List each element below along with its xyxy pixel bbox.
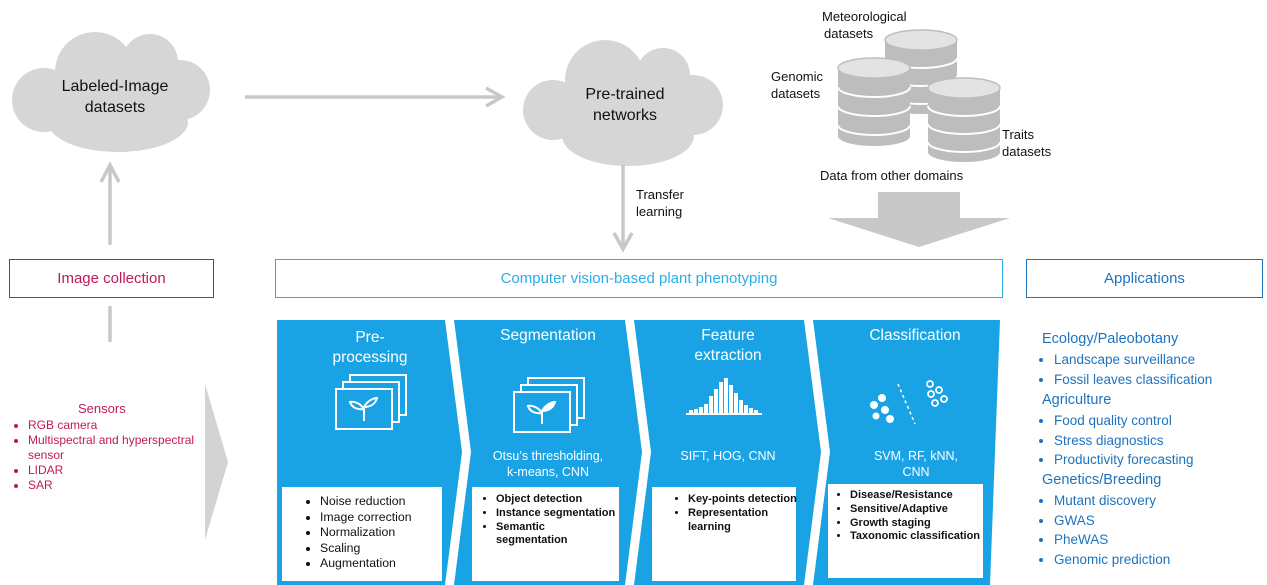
stage-list-segmentation: Object detection Instance segmentation S… (478, 493, 616, 548)
stage-list-feature: Key-points detection Representation lear… (670, 493, 798, 534)
stage-list-box-segmentation (472, 487, 619, 581)
stage-list-classification: Disease/Resistance Sensitive/Adaptive Gr… (832, 489, 1005, 544)
cloud-label-pretrained: Pre-trained networks (585, 86, 665, 124)
list-item: Noise reduction (320, 494, 460, 510)
image-stack-icon (335, 374, 407, 430)
cluster-icon (870, 380, 948, 425)
list-item: Stress diagnostics (1054, 431, 1267, 451)
app-category-genetics: Genetics/Breeding (1042, 472, 1162, 488)
labeled-image-cloud (12, 32, 210, 152)
image-collection-box: Image collection (9, 259, 214, 298)
list-item: LIDAR (28, 463, 228, 478)
list-item: Augmentation (320, 556, 460, 572)
list-item: Growth staging (850, 517, 1005, 531)
list-item: Taxonomic classification (850, 530, 1005, 544)
histogram-icon (686, 378, 762, 415)
sensors-title: Sensors (78, 401, 126, 416)
list-item: Mutant discovery (1054, 491, 1267, 511)
list-item: PheWAS (1054, 530, 1267, 550)
database-genomic (837, 57, 911, 146)
stage-title-preprocessing: Pre- processing (332, 329, 408, 366)
genomic-label: Genomic datasets (771, 69, 824, 101)
arrow-up-collection (99, 161, 121, 245)
stage-methods-classification: SVM, RF, kNN, CNN (873, 449, 959, 479)
app-category-agriculture: Agriculture (1042, 392, 1112, 408)
transfer-label: Transfer learning (636, 187, 684, 219)
list-item: Fossil leaves classification (1054, 370, 1267, 390)
list-item: Scaling (320, 541, 460, 557)
list-item: Productivity forecasting (1054, 450, 1267, 470)
list-item: Semantic segmentation (496, 521, 616, 549)
cv-phenotyping-box: Computer vision-based plant phenotyping (275, 259, 1003, 298)
meteorological-label: Meteorological datasets (822, 9, 907, 41)
stage-list-box-preprocessing (282, 487, 442, 581)
applications-box: Applications (1026, 259, 1263, 298)
arrow-clouds (245, 86, 506, 108)
list-item: SAR (28, 478, 228, 493)
pretrained-cloud (523, 40, 723, 166)
cloud-label-labeled: Labeled-Image datasets (61, 78, 169, 116)
app-list-ecology: Landscape surveillance Fossil leaves cla… (1032, 350, 1267, 389)
list-item: Genomic prediction (1054, 550, 1267, 570)
stage-methods-segmentation: Otsu’s thresholding, k-means, CNN (492, 449, 604, 479)
list-item: Food quality control (1054, 411, 1267, 431)
stage-list-box-feature (652, 487, 796, 581)
app-list-genetics: Mutant discovery GWAS PheWAS Genomic pre… (1032, 491, 1267, 569)
stage-list-box-classification (828, 484, 983, 578)
stage-title-classification: Classification (869, 327, 961, 344)
list-item: Sensitive/Adaptive (850, 503, 1005, 517)
block-arrow-sensors (205, 384, 228, 540)
list-item: Landscape surveillance (1054, 350, 1267, 370)
app-list-agriculture: Food quality control Stress diagnostics … (1032, 411, 1267, 470)
sensors-list: RGB camera Multispectral and hyperspectr… (14, 418, 228, 493)
stage-methods-feature: SIFT, HOG, CNN (680, 449, 776, 463)
stage-list-preprocessing: Noise reduction Image correction Normali… (302, 494, 460, 572)
app-category-ecology: Ecology/Paleobotany (1042, 331, 1179, 347)
stage-title-segmentation: Segmentation (500, 327, 596, 344)
list-item: GWAS (1054, 511, 1267, 531)
arrow-transfer (612, 165, 634, 253)
list-item: Instance segmentation (496, 507, 616, 521)
list-item: Object detection (496, 493, 616, 507)
database-traits (927, 77, 1001, 162)
list-item: Image correction (320, 510, 460, 526)
list-item: Normalization (320, 525, 460, 541)
other-data-caption: Data from other domains (820, 168, 964, 183)
block-arrow-other-data (828, 192, 1010, 247)
list-item: Multispectral and hyperspectral sensor (28, 433, 228, 463)
stage-title-feature: Feature extraction (694, 327, 762, 364)
list-item: Disease/Resistance (850, 489, 1005, 503)
list-item: Key-points detection (688, 493, 798, 507)
list-item: RGB camera (28, 418, 228, 433)
traits-label: Traits datasets (1002, 127, 1052, 159)
segmentation-stack-icon (513, 377, 585, 433)
list-item: Representation learning (688, 507, 798, 535)
